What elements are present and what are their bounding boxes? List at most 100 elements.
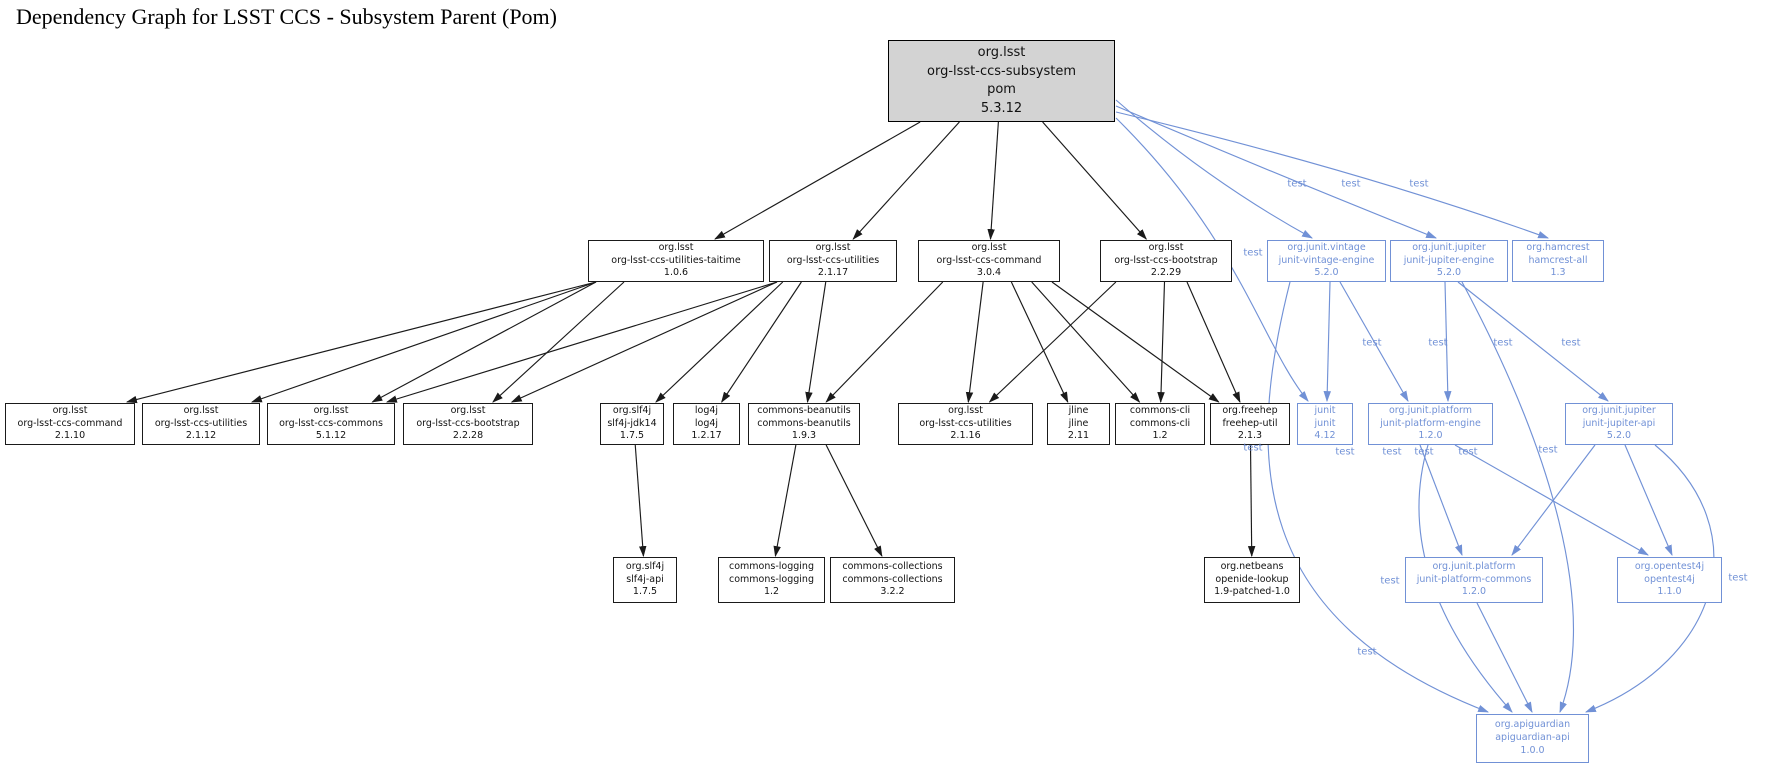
- node-label-line: org.lsst: [450, 404, 486, 416]
- edge-commons-beanutils-to-commons-collections: [825, 444, 883, 557]
- node-label-line: org.lsst: [977, 45, 1026, 60]
- node-label-line: 1.3: [1550, 267, 1566, 279]
- edge-command-304-to-jline: [1010, 281, 1069, 403]
- node-label-line: openide-lookup: [1215, 573, 1289, 585]
- node-label-line: commons-collections: [842, 573, 943, 585]
- edge-command-304-to-commons-beanutils: [825, 281, 944, 403]
- edge-test-label: test: [1335, 446, 1355, 458]
- node-label-line: org.opentest4j: [1634, 560, 1705, 572]
- edge-subsystem-pom-to-utilities-taitime: [714, 121, 921, 240]
- edge-test-label: test: [1409, 178, 1429, 190]
- node-label-line: org-lsst-ccs-utilities: [154, 417, 248, 429]
- edge-slf4j-jdk14-to-slf4j-api: [634, 444, 647, 558]
- node-label-line: junit-jupiter-api: [1582, 417, 1656, 429]
- node-label-line: 1.2: [1152, 430, 1168, 442]
- edge-utilities-taitime-to-command-2110: [125, 281, 597, 404]
- edge-utilities-taitime-to-utilities-2112: [250, 281, 597, 403]
- node-label-line: 3.2.2: [880, 586, 905, 598]
- node-label-line: junit: [1314, 404, 1336, 416]
- edge-subsystem-pom-to-command-304: [987, 121, 999, 241]
- edge-group: [125, 99, 1715, 714]
- edge-utilities-2117-to-commons-5112: [385, 281, 778, 403]
- node-label-line: 5.2.0: [1436, 267, 1462, 279]
- node-label-line: org-lsst-ccs-utilities-taitime: [611, 254, 741, 266]
- edge-test-label: test: [1428, 337, 1448, 349]
- edge-test-label: test: [1243, 442, 1263, 454]
- node-label-line: commons-cli: [1129, 417, 1191, 429]
- edge-bootstrap-2229-to-commons-cli: [1157, 281, 1166, 404]
- edge-utilities-2117-to-slf4j-jdk14: [655, 281, 784, 403]
- node-label-line: org.junit.platform: [1432, 560, 1516, 572]
- node-label-line: junit-platform-engine: [1380, 417, 1481, 429]
- node-label-line: 1.9-patched-1.0: [1214, 586, 1290, 598]
- node-label-line: 2.1.10: [54, 430, 86, 442]
- node-label-line: org.slf4j: [625, 560, 665, 572]
- edge-subsystem-pom-to-bootstrap-2229: [1042, 121, 1147, 240]
- node-label-line: 2.1.3: [1237, 430, 1263, 442]
- edge-subsystem-pom-to-junit-jupiter-engine: [1115, 105, 1438, 239]
- node-label-line: 1.1.0: [1657, 586, 1682, 598]
- edge-freehep-util-to-openide-lookup: [1247, 444, 1256, 558]
- edge-junit-jupiter-engine-to-junit-jupiter-api: [1457, 281, 1609, 402]
- node-label-line: org.lsst: [52, 404, 88, 416]
- edge-test-label: test: [1728, 572, 1748, 584]
- node-label-line: org.lsst: [815, 241, 851, 253]
- node-label-line: apiguardian-api: [1495, 732, 1570, 744]
- edge-utilities-2117-to-commons-beanutils: [805, 281, 827, 404]
- node-label-line: 1.2.0: [1418, 430, 1443, 442]
- edge-utilities-2117-to-log4j: [721, 281, 802, 403]
- node-label-line: org.junit.jupiter: [1412, 241, 1486, 253]
- node-label-line: org.netbeans: [1220, 560, 1284, 572]
- node-label-line: 1.2.17: [691, 430, 722, 442]
- node-label-line: commons-logging: [729, 560, 814, 572]
- node-label-line: 4.12: [1314, 430, 1336, 442]
- node-label-line: junit-jupiter-engine: [1403, 254, 1495, 266]
- node-label-line: 2.1.12: [185, 430, 217, 442]
- node-label-line: 1.2.0: [1461, 586, 1487, 598]
- edge-test-label: test: [1380, 575, 1400, 587]
- node-label-line: org.junit.vintage: [1287, 241, 1366, 253]
- node-label-line: hamcrest-all: [1528, 254, 1588, 266]
- edge-test-label: test: [1341, 178, 1361, 190]
- node-label-line: org.lsst: [183, 404, 219, 416]
- node-label-line: org-lsst-ccs-bootstrap: [416, 417, 520, 429]
- node-label-line: freehep-util: [1222, 417, 1278, 429]
- edge-subsystem-pom-to-junit: [1115, 117, 1309, 402]
- edge-junit-vintage-engine-to-apiguardian-api: [1267, 281, 1490, 713]
- node-label-line: org.lsst: [971, 241, 1007, 253]
- node-label-line: org-lsst-ccs-command: [17, 417, 123, 429]
- node-label-line: 1.0.0: [1520, 744, 1545, 756]
- node-label-line: 2.1.16: [950, 430, 981, 442]
- node-label-line: 5.2.0: [1606, 430, 1632, 442]
- node-label-line: org.apiguardian: [1494, 719, 1571, 731]
- node-label-line: 2.2.28: [452, 430, 484, 442]
- node-label-line: 1.7.5: [619, 430, 645, 442]
- edge-junit-platform-commons-to-apiguardian-api: [1476, 602, 1533, 713]
- node-label-line: jline: [1068, 417, 1089, 429]
- edge-junit-vintage-engine-to-junit-platform-engine: [1339, 281, 1409, 402]
- edge-test-label: test: [1243, 247, 1263, 259]
- node-label-line: org.slf4j: [612, 404, 652, 416]
- edge-command-304-to-freehep-util: [1051, 281, 1220, 403]
- edge-test-label: test: [1382, 446, 1402, 458]
- edge-utilities-taitime-to-bootstrap-2228: [492, 281, 625, 403]
